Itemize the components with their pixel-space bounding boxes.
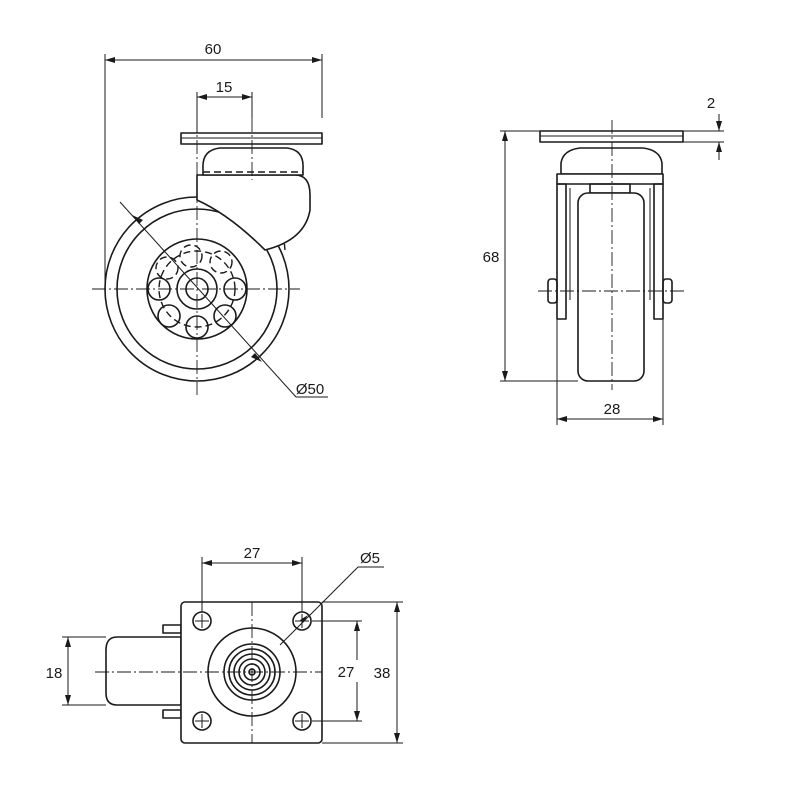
front-fork-top — [556, 173, 664, 185]
dim-label-28: 28 — [604, 401, 621, 418]
dim-label-d50: Ø50 — [296, 381, 324, 398]
dim-offset: 15 — [196, 79, 253, 133]
front-view: 68 2 28 — [483, 95, 724, 425]
side-swivel-housing — [202, 147, 304, 176]
dim-label-27-x: 27 — [244, 545, 261, 562]
dim-label-68: 68 — [483, 249, 500, 266]
dim-plate-thickness: 2 — [683, 95, 724, 160]
dim-label-18: 18 — [46, 665, 63, 682]
dim-top-wheel-width: 18 — [46, 636, 106, 706]
dim-front-wheel-width: 28 — [556, 319, 664, 425]
dim-hole-spacing-x: 27 — [201, 545, 303, 612]
side-fork-arm — [196, 174, 311, 251]
top-fork-tab-upper — [162, 624, 182, 634]
front-wheel — [577, 192, 645, 382]
dim-height: 68 — [483, 130, 578, 382]
dim-label-15: 15 — [216, 79, 233, 96]
front-spacer — [589, 183, 631, 194]
side-view: 60 15 Ø50 — [92, 41, 328, 398]
front-fork-left-leg — [556, 183, 567, 320]
front-swivel-housing — [560, 147, 663, 175]
dim-label-2: 2 — [707, 95, 715, 112]
top-wheel — [105, 636, 182, 706]
top-view: 27 Ø5 18 27 — [46, 545, 403, 744]
dim-hole-diameter: Ø5 — [279, 550, 384, 646]
top-fork-tab-lower — [162, 709, 182, 719]
dim-label-38: 38 — [374, 665, 391, 682]
dim-plate-size: 38 — [322, 601, 403, 744]
dim-label-60: 60 — [205, 41, 222, 58]
dim-hole-spacing-y: 27 — [312, 620, 362, 722]
dim-label-27-y: 27 — [338, 664, 355, 681]
dim-wheel-diameter: Ø50 — [119, 201, 328, 398]
top-plate — [180, 601, 323, 744]
dim-label-d5: Ø5 — [360, 550, 380, 567]
dim-overall-width: 60 — [104, 41, 323, 289]
front-fork-right-leg — [653, 183, 664, 320]
